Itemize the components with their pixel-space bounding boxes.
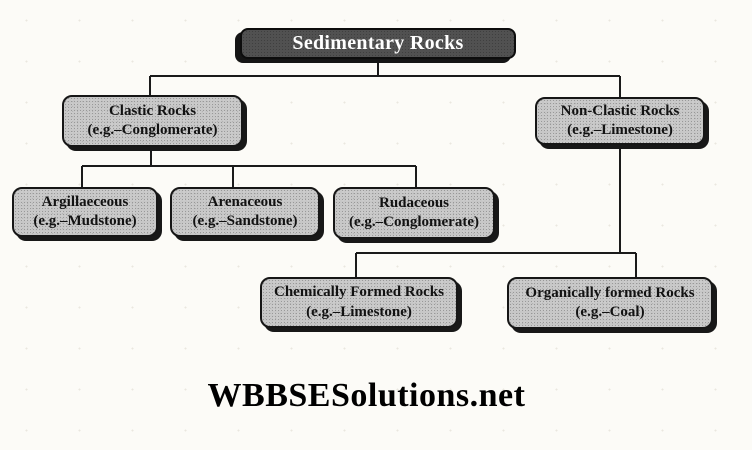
node-rudaceous-label: Rudaceous [378,194,449,211]
node-argillaeceous: Argillaeceous (e.g.–Mudstone) [12,187,158,237]
node-arenaceous-example: (e.g.–Sandstone) [192,213,298,229]
node-arenaceous-label: Arenaceous [207,193,283,210]
node-argillaeceous-example: (e.g.–Mudstone) [33,213,137,229]
node-organically-formed-rocks-label: Organically formed Rocks [525,284,695,301]
node-non-clastic-rocks-label: Non-Clastic Rocks [560,102,680,119]
node-sedimentary-rocks: Sedimentary Rocks [240,28,516,59]
node-chemically-formed-rocks-label: Chemically Formed Rocks [274,284,444,300]
node-organically-formed-rocks: Organically formed Rocks (e.g.–Coal) [507,277,713,329]
node-non-clastic-rocks: Non-Clastic Rocks (e.g.–Limestone) [535,97,705,145]
node-clastic-rocks: Clastic Rocks (e.g.–Conglomerate) [62,95,243,147]
node-rudaceous: Rudaceous (e.g.–Conglomerate) [333,187,495,239]
node-non-clastic-rocks-example: (e.g.–Limestone) [567,122,673,138]
node-sedimentary-rocks-label: Sedimentary Rocks [292,32,464,54]
node-rudaceous-example: (e.g.–Conglomerate) [349,214,479,230]
node-organically-formed-rocks-example: (e.g.–Coal) [575,304,645,320]
node-argillaeceous-label: Argillaeceous [41,193,129,210]
node-arenaceous: Arenaceous (e.g.–Sandstone) [170,187,320,237]
watermark-text: WBBSESolutions.net [207,377,526,414]
node-chemically-formed-rocks: Chemically Formed Rocks (e.g.–Limestone) [260,277,458,328]
node-clastic-rocks-label: Clastic Rocks [108,102,197,119]
node-chemically-formed-rocks-example: (e.g.–Limestone) [306,303,412,320]
node-clastic-rocks-example: (e.g.–Conglomerate) [87,122,218,138]
